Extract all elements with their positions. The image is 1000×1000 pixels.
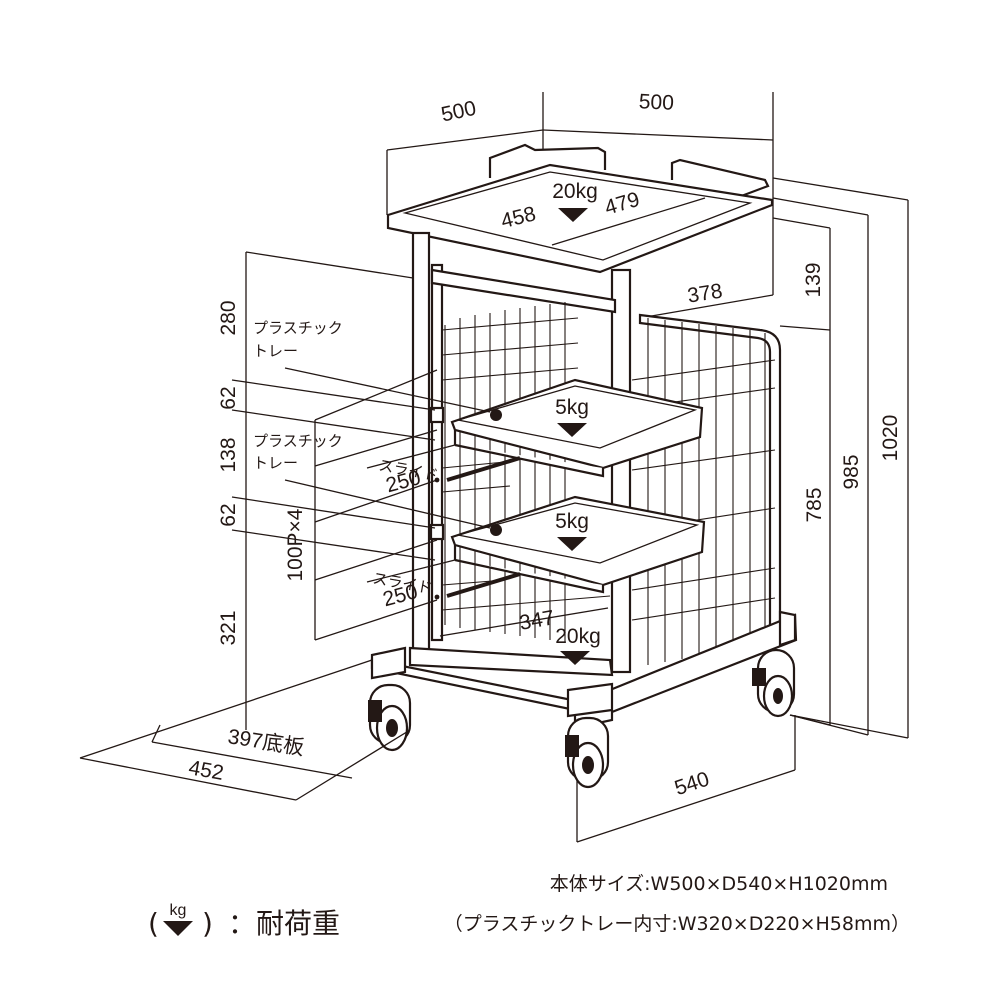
dim-62-lower-label: 62 (217, 503, 240, 526)
caster-front-left (368, 683, 412, 752)
dim-280-label: 280 (217, 300, 240, 335)
load-arrow-bottom-shelf (560, 651, 590, 665)
height-785-label: 785 (803, 487, 826, 522)
load-legend: ( kg ) ：耐荷重 (148, 902, 340, 940)
caster-rear-right (752, 648, 796, 718)
legend-load-label: ：耐荷重 (228, 907, 340, 940)
load-arrow-lower-tray (557, 537, 587, 551)
rail-depth-label: 378 (686, 279, 724, 307)
dim-138-label: 138 (217, 437, 240, 472)
tray-size-text: （プラスチックトレー内寸:W320×D220×H58mm） (444, 913, 910, 935)
base-board-label: 397底板 (226, 725, 306, 760)
legend-kg-mark: kg (170, 902, 187, 919)
depth-label: 540 (672, 767, 712, 800)
lower-tray-label-line2: トレー (253, 454, 298, 472)
legend-arrow-icon (163, 921, 193, 936)
upper-tray-label-line1: プラスチック (253, 319, 343, 337)
top-gap-label: 139 (802, 262, 825, 297)
lower-tray-load-label: 5kg (555, 510, 589, 533)
legend-close-paren: ) (202, 907, 213, 940)
top-tray-load-label: 20kg (552, 180, 598, 203)
load-arrow-upper-tray (557, 423, 587, 437)
top-tray (386, 143, 774, 274)
caster-front-right (565, 716, 610, 789)
tray-pull-dot (490, 524, 502, 536)
legend-open-paren: ( (148, 907, 159, 940)
bottom-dimension-lines (79, 659, 796, 843)
lower-tray-label-line1: プラスチック (253, 432, 343, 450)
shelf-load-label: 20kg (555, 625, 601, 648)
body-size-text: 本体サイズ:W500×D540×H1020mm (550, 873, 888, 895)
upper-tray-label-line2: トレー (253, 342, 298, 360)
left-dimension-lines (231, 251, 609, 730)
lower-slide-rail (434, 572, 521, 600)
base-width-label: 452 (187, 756, 226, 785)
top-dimension-lines (386, 92, 909, 739)
upper-tray-load-label: 5kg (555, 396, 589, 419)
cart-base (370, 610, 798, 730)
height-985-label: 985 (840, 454, 863, 489)
dim-321-label: 321 (217, 610, 240, 645)
pitch-label: 100P×4 (284, 508, 307, 581)
top-width-right-label: 500 (638, 90, 674, 115)
top-width-left-label: 500 (439, 97, 478, 127)
height-1020-label: 1020 (879, 415, 902, 462)
right-wire-mesh (631, 318, 776, 665)
load-arrow-top (558, 208, 588, 222)
dim-62-upper-label: 62 (217, 386, 240, 409)
upper-slide-rail (434, 456, 521, 483)
tray-pull-dot (490, 409, 502, 421)
